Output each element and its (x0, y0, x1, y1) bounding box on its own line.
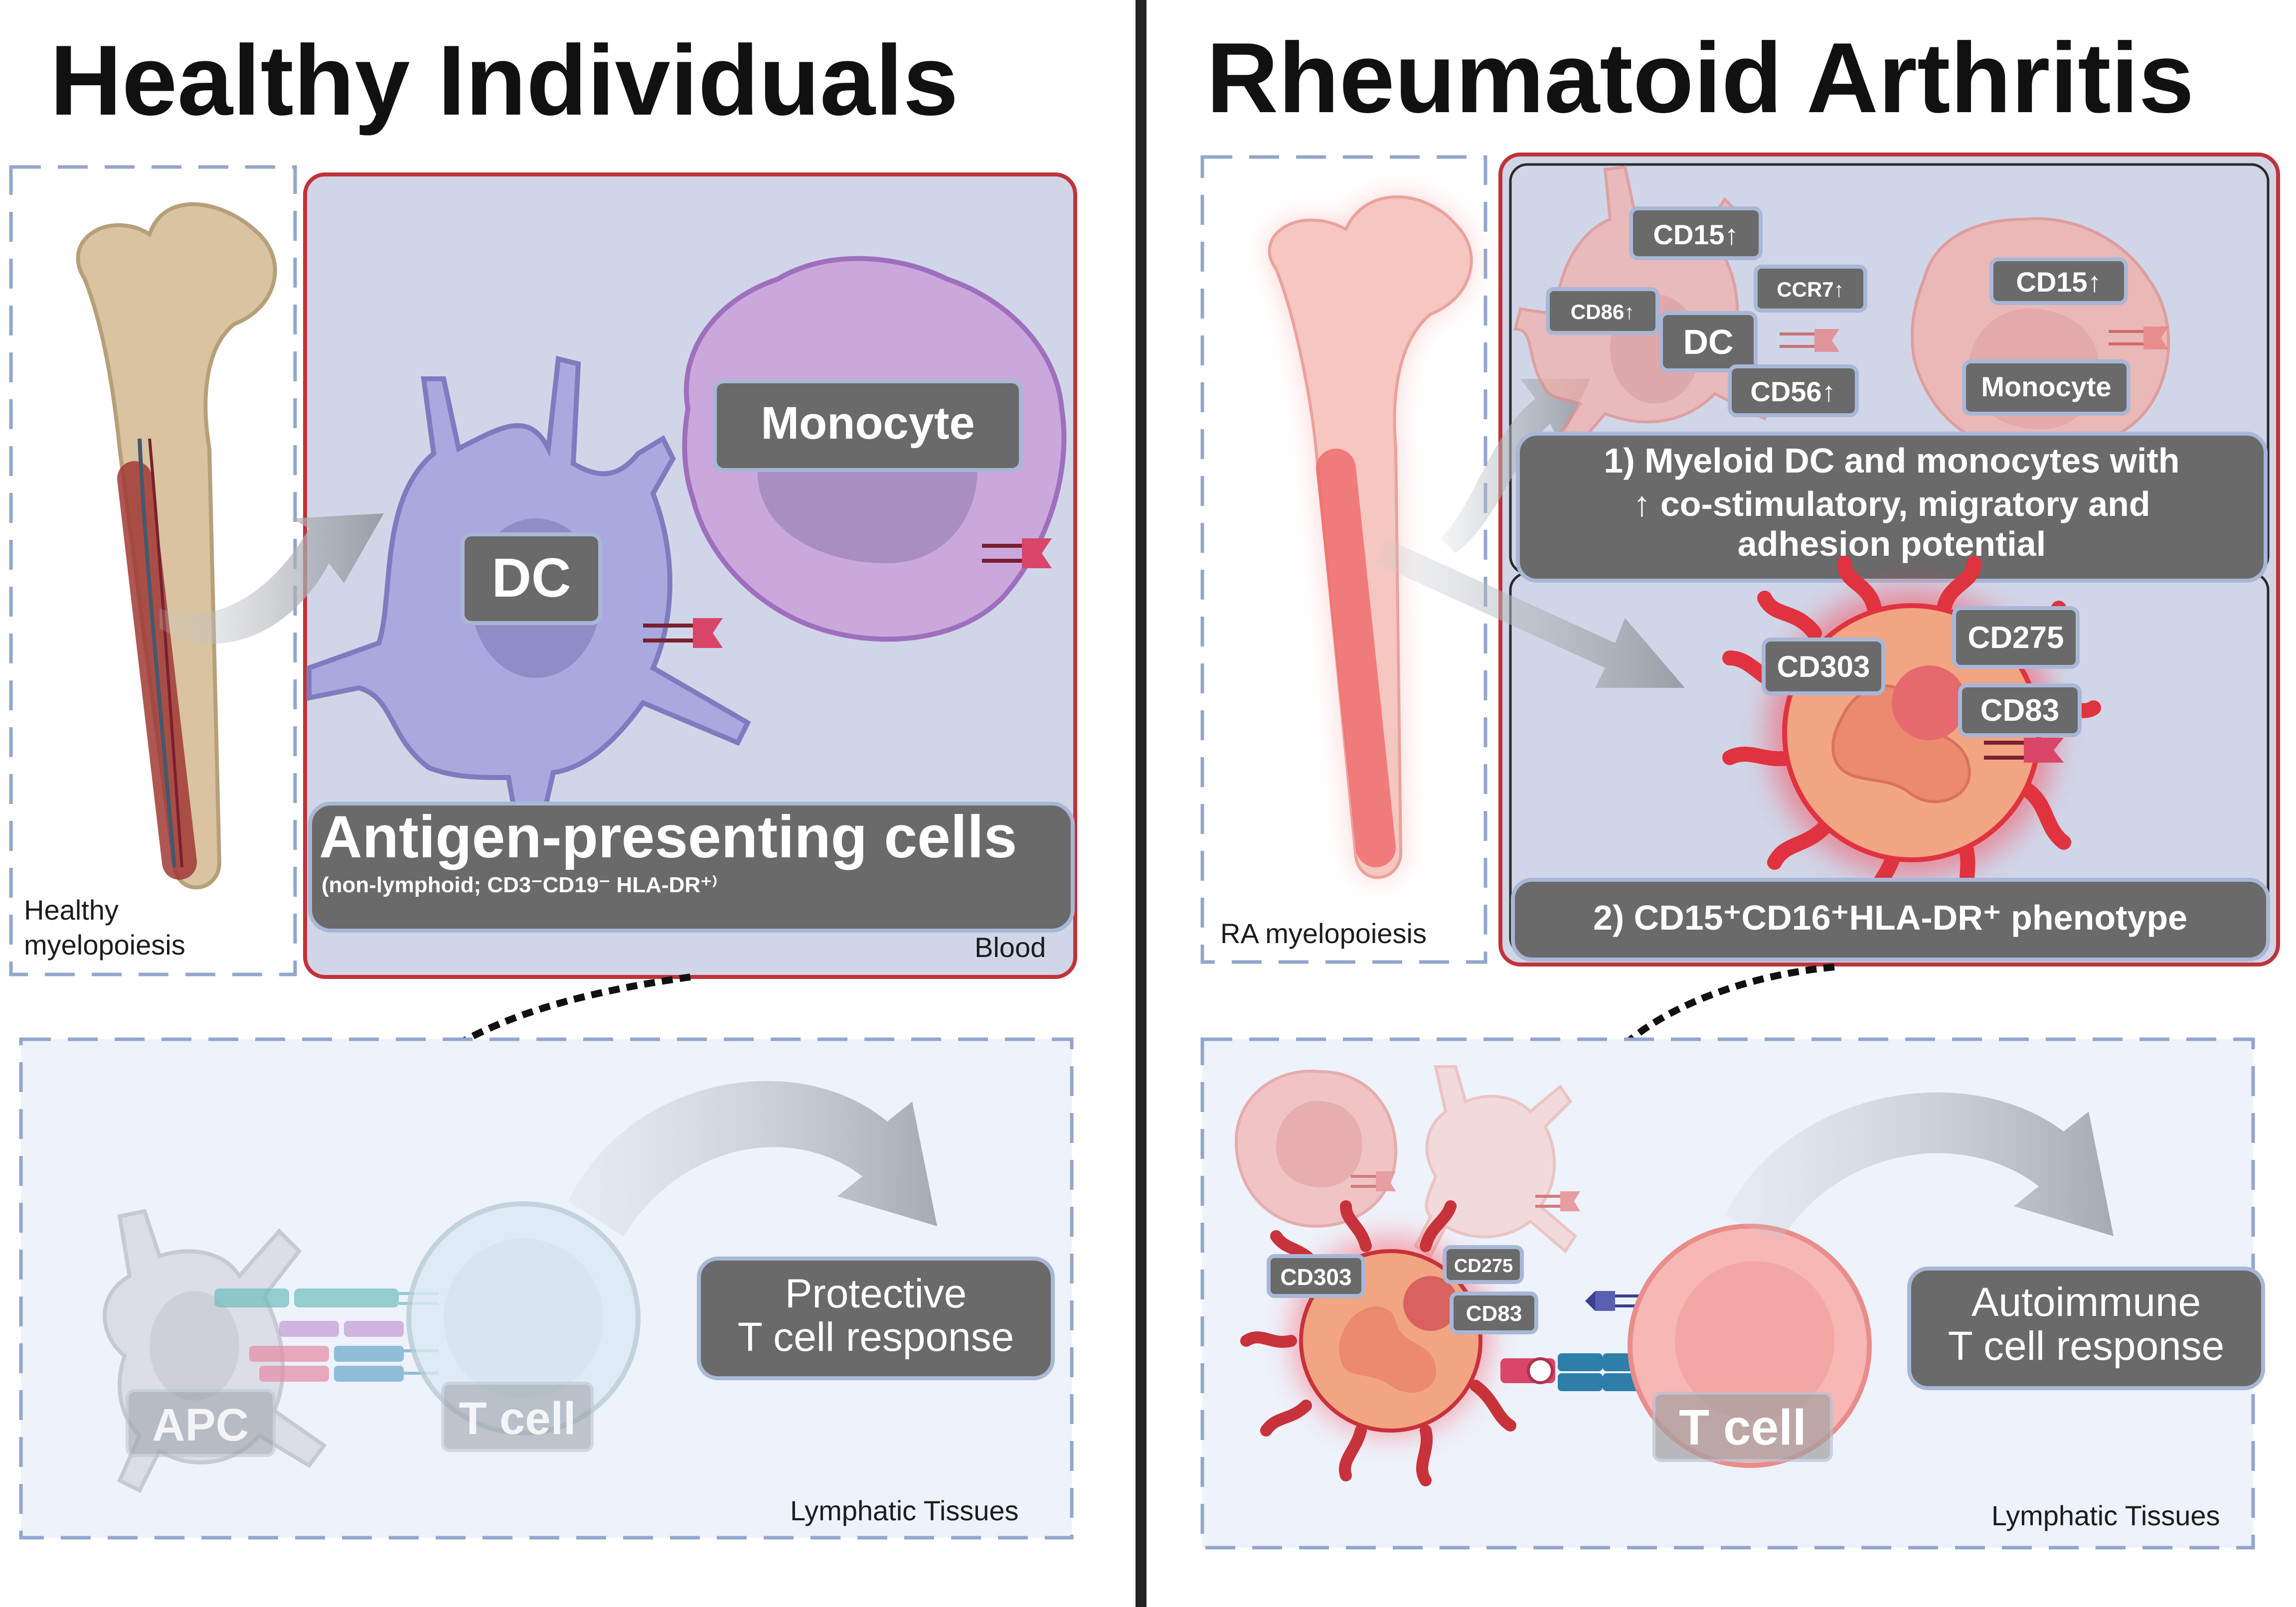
ra-small-marker-cd83: CD83 (1466, 1301, 1522, 1326)
right-title: Rheumatoid Arthritis (1206, 22, 2194, 134)
ra-dc-label-box (1659, 311, 1758, 372)
tcell-label: T cell (459, 1393, 576, 1444)
ra-marker-cd83: CD83 (1980, 693, 2060, 728)
ra-cell-receptor-icon (1984, 738, 2064, 763)
ra-small-marker-cd275: CD275 (1454, 1256, 1513, 1277)
tcell-label-box (441, 1382, 594, 1452)
finding1-line1: 1) Myeloid DC and monocytes with (1604, 441, 2179, 480)
ra-tissue-faded-cells (1234, 1065, 1580, 1259)
blood-label: Blood (975, 932, 1046, 963)
ra-marker-cd303: CD303 (1777, 650, 1870, 683)
ra-marker-cd15-dc: CD15↑ (1653, 219, 1738, 250)
ra-small-marker-cd303: CD303 (1280, 1264, 1351, 1290)
monocyte-label: Monocyte (761, 398, 975, 449)
ra-marrow-box (1200, 155, 1487, 964)
ra-marker-cd86-box (1546, 287, 1659, 335)
ra-bone-icon (1268, 195, 1473, 879)
ra-marker-cd275: CD275 (1968, 621, 2064, 655)
ra-receptor-icon (1780, 326, 2168, 352)
apc-cell-label-box (126, 1389, 276, 1457)
apc-title: Antigen-presenting cells (319, 804, 1017, 870)
ra-marker-cd275-box (1952, 606, 2080, 669)
ra-marker-ccr7: CCR7↑ (1777, 278, 1844, 301)
ra-marrow-arrow-lower (1376, 538, 1685, 688)
right-response-arrow (1725, 1092, 2114, 1241)
finding2-banner (1511, 878, 2270, 962)
center-divider (1136, 0, 1147, 1607)
healthy-marrow-box (9, 165, 297, 976)
ra-marker-cd86: CD86↑ (1571, 300, 1635, 323)
monocyte-label-box (713, 379, 1023, 472)
left-response-arrow (568, 1081, 937, 1236)
marrow-to-blood-arrow (160, 513, 384, 644)
ra-monocyte-label-box (1962, 359, 2131, 416)
protective-response-line1: Protective (785, 1271, 967, 1316)
apc-cell-label: APC (152, 1400, 249, 1450)
ra-small-marker-cd275-box (1443, 1245, 1524, 1284)
ra-tcell-label-box (1652, 1392, 1833, 1462)
tcell-nucleus-faded (444, 1239, 603, 1398)
finding2-text: 2) CD15⁺CD16⁺HLA-DR⁺ phenotype (1593, 898, 2187, 937)
left-tissue-label: Lymphatic Tissues (790, 1495, 1019, 1526)
healthy-bone-icon (76, 202, 277, 890)
ra-marker-ccr7-box (1754, 265, 1867, 313)
finding1-line3: adhesion potential (1738, 524, 2046, 563)
ra-small-marker-cd83-box (1450, 1291, 1538, 1334)
ra-marker-cd15-dc-box (1629, 206, 1763, 260)
left-title: Healthy Individuals (50, 25, 959, 136)
protective-response-line2: T cell response (738, 1314, 1014, 1360)
ra-marker-cd303-box (1762, 638, 1885, 695)
ra-marker-cd56: CD56↑ (1750, 376, 1835, 407)
ra-small-marker-cd303-box (1267, 1254, 1365, 1298)
right-tissue-label: Lymphatic Tissues (1991, 1500, 2220, 1531)
autoimmune-response-line2: T cell response (1948, 1323, 2225, 1369)
autoimmune-response-box (1907, 1267, 2265, 1390)
ra-blood-to-tissue-arrow (1602, 964, 1835, 1069)
apc-subtitle: (non-lymphoid; CD3⁻CD19⁻ HLA-DR⁺⁾ (322, 873, 717, 897)
ra-marker-cd83-box (1958, 683, 2082, 737)
finding1-banner (1516, 432, 2268, 583)
ra-tcell-label: T cell (1679, 1400, 1806, 1455)
blood-to-tissue-arrow (340, 973, 691, 1168)
finding1-line2: ↑ co-stimulatory, migratory and (1633, 484, 2150, 523)
ra-marker-cd15-mono: CD15↑ (2016, 266, 2101, 298)
receptor-icon (643, 538, 1052, 648)
autoimmune-response-line1: Autoimmune (1971, 1280, 2201, 1325)
ra-marrow-label: RA myelopoiesis (1220, 918, 1427, 949)
healthy-marrow-label-2: myelopoiesis (24, 929, 185, 961)
dc-label: DC (492, 547, 571, 609)
ra-dc-label: DC (1683, 322, 1733, 361)
ra-tcell-nucleus (1675, 1261, 1834, 1421)
ra-marker-cd15-mono-box (1989, 257, 2128, 305)
ra-marrow-arrow-upper (1441, 379, 1590, 553)
protective-response-box (697, 1257, 1055, 1380)
ra-monocyte-label: Monocyte (1981, 371, 2111, 402)
apc-banner (308, 802, 1075, 933)
dc-label-box (461, 532, 602, 625)
ra-synapse-molecules-icon (1500, 1291, 1672, 1391)
healthy-marrow-label-1: Healthy (24, 894, 119, 926)
ra-marker-cd56-box (1728, 364, 1859, 417)
